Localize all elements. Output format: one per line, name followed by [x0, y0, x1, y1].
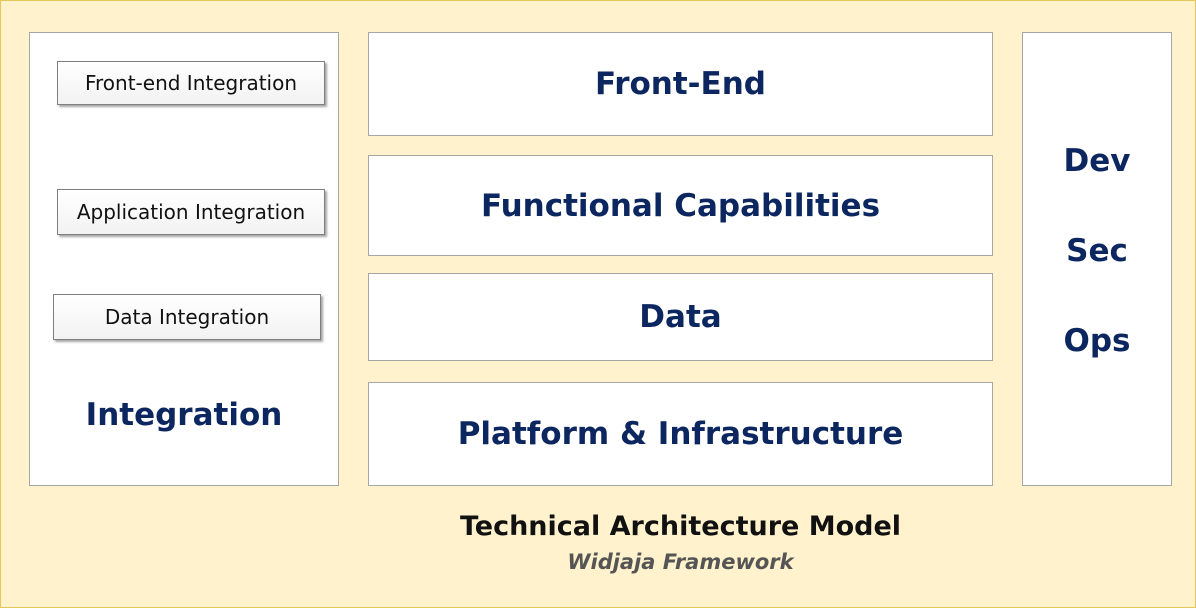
front-end-integration-box: Front-end Integration: [57, 61, 325, 105]
devsecops-panel: Dev Sec Ops: [1022, 32, 1172, 486]
application-integration-label: Application Integration: [76, 200, 306, 224]
integration-panel: Front-end Integration Application Integr…: [29, 32, 339, 486]
integration-label: Integration: [85, 397, 283, 433]
layer-data-label: Data: [639, 299, 722, 335]
data-integration-box: Data Integration: [53, 294, 321, 340]
layer-data: Data: [368, 273, 993, 361]
layer-front-end: Front-End: [368, 32, 993, 136]
layer-front-end-label: Front-End: [595, 66, 766, 102]
layer-platform-infrastructure: Platform & Infrastructure: [368, 382, 993, 486]
data-integration-label: Data Integration: [104, 305, 270, 329]
layer-functional-capabilities: Functional Capabilities: [368, 155, 993, 256]
layer-functional-capabilities-label: Functional Capabilities: [480, 187, 881, 224]
sec-label: Sec: [1066, 233, 1128, 269]
dev-label: Dev: [1063, 143, 1131, 179]
diagram-subtitle: Widjaja Framework: [567, 550, 794, 574]
diagram-title: Technical Architecture Model: [459, 511, 902, 542]
layer-platform-infrastructure-label: Platform & Infrastructure: [457, 416, 904, 452]
front-end-integration-label: Front-end Integration: [84, 71, 298, 95]
application-integration-box: Application Integration: [57, 189, 325, 235]
ops-label: Ops: [1063, 323, 1131, 359]
